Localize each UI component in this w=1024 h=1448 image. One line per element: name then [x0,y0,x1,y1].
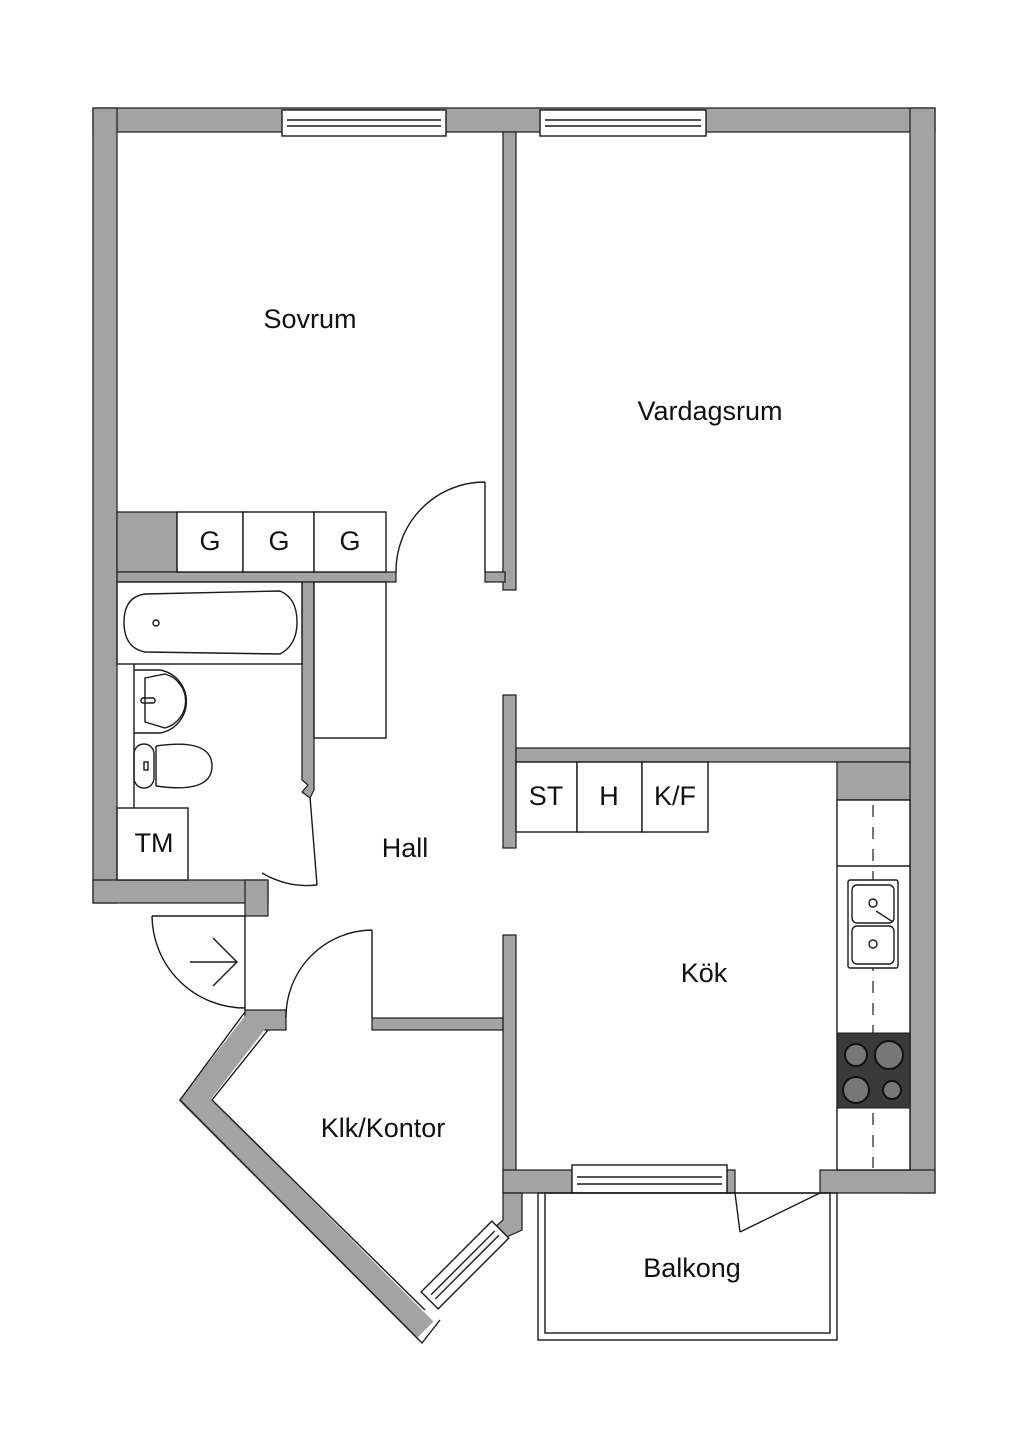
room-label-bedroom: Sovrum [263,304,356,334]
sink-icon [134,669,187,734]
study-angled-wall [179,1012,434,1339]
balcony-door [734,1192,821,1233]
bedroom-corner-block [116,511,178,573]
kitchen-bottom-wall-right [819,1169,936,1194]
window-kitchen [571,1164,728,1194]
kitchen-fixtures: ST H K/F [515,761,911,1171]
wardrobe-label: G [199,526,220,556]
bedroom-door [395,481,486,573]
entry-jamb [244,879,269,917]
study-angled-wall-inner [211,1029,426,1311]
laundry-label: TM [135,828,174,858]
kitchen-bottom-wall-left [502,1169,573,1194]
balcony [537,1192,838,1341]
windows [281,109,728,1310]
entry-door [151,915,246,1010]
right-wall [909,107,936,1194]
walls [92,107,936,1345]
living-kitchen-wall [515,747,911,763]
bathtub-icon [123,590,298,655]
wardrobe-label: G [268,526,289,556]
kitchen-corner-block [836,761,911,801]
cabinet-label: H [599,781,619,811]
laundry-cabinet [116,807,189,881]
window-bedroom [281,109,447,137]
wardrobes: G G G [176,511,387,573]
left-wall [92,107,118,904]
bathtub-area [116,581,303,665]
study-door [285,929,373,1019]
bedroom-living-wall [502,131,517,591]
hall-closet [313,581,387,739]
cabinet-label: K/F [654,781,696,811]
bathroom-door [261,796,318,887]
kitchen-window-jamb [726,1169,736,1194]
doors [151,481,821,1233]
room-label-study: Klk/Kontor [321,1113,446,1143]
cabinet-label: ST [529,781,564,811]
bathroom-bottom-wall [92,879,269,904]
bathtub-drain-icon [152,619,160,627]
study-top-wall [371,1017,504,1031]
entrance-arrow-icon [190,937,238,987]
bathroom-fixtures: TM [116,581,303,881]
bathroom-top-wall [116,571,397,583]
room-label-living: Vardagsrum [637,396,782,426]
hall-study-kitchen-wall [502,934,517,1194]
toilet-icon [133,743,213,789]
window-living [539,109,707,137]
hall-kitchen-wall [502,694,517,849]
room-label-kitchen: Kök [681,958,728,988]
top-wall [92,107,936,133]
wardrobe-label: G [339,526,360,556]
bathroom-right-wall [301,581,315,799]
kitchen-sink-icon [847,879,899,969]
study-angled-wall-outline [179,1011,441,1345]
room-label-hall: Hall [382,833,429,863]
window-study [420,1220,510,1310]
stove-icon [836,1032,911,1109]
bedroom-door-stub [484,571,506,583]
room-label-balcony: Balkong [643,1253,741,1283]
